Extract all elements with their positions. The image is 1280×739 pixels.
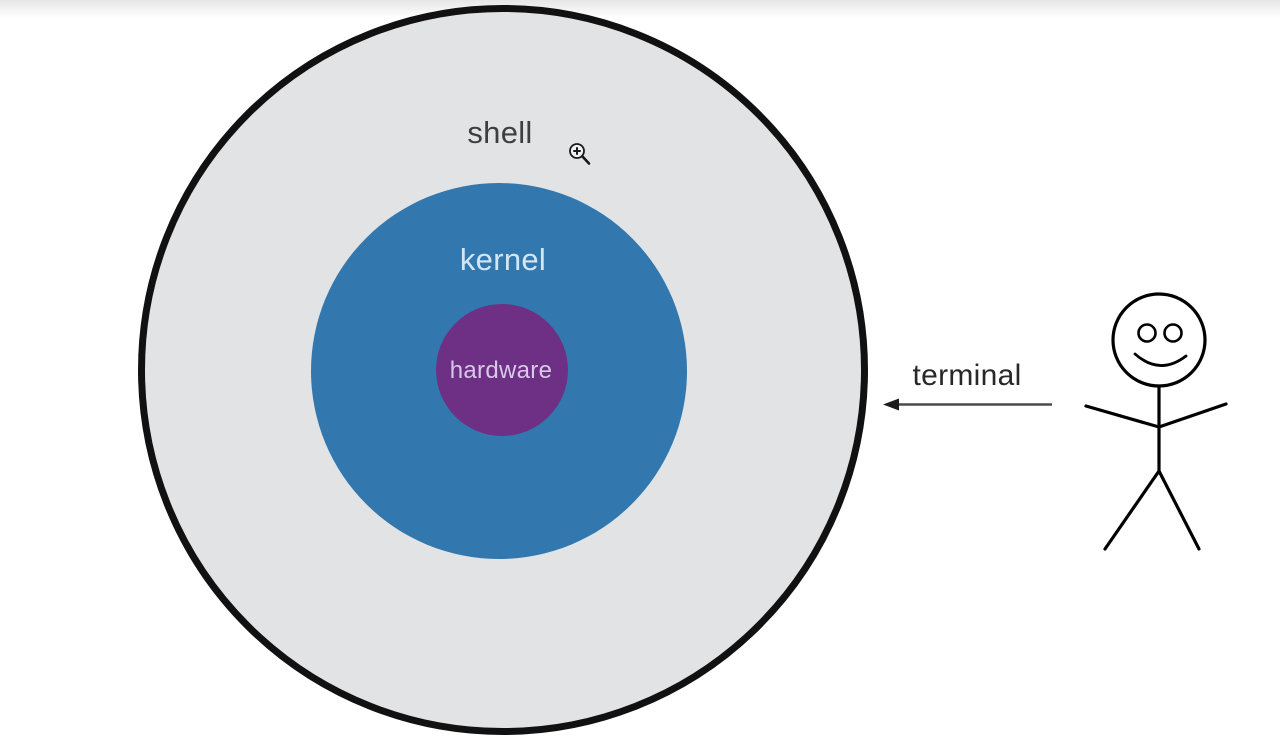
stick-figure-legs (1103, 469, 1201, 551)
stick-figure-arms (1084, 402, 1228, 429)
stick-figure-head (1111, 292, 1207, 388)
hardware-circle (436, 304, 568, 436)
terminal-arrow (883, 398, 1052, 411)
kernel-label: kernel (459, 242, 547, 277)
stick-figure (1084, 292, 1228, 551)
stick-figure-right-eye (1163, 323, 1183, 343)
terminal-label: terminal (912, 359, 1022, 392)
zoom-in-cursor-icon (569, 143, 591, 165)
shell-label: shell (467, 115, 533, 150)
stick-figure-smile (1133, 352, 1188, 367)
hardware-label: hardware (449, 357, 553, 384)
stick-figure-left-eye (1137, 323, 1157, 343)
top-fade-band (0, 0, 1280, 18)
